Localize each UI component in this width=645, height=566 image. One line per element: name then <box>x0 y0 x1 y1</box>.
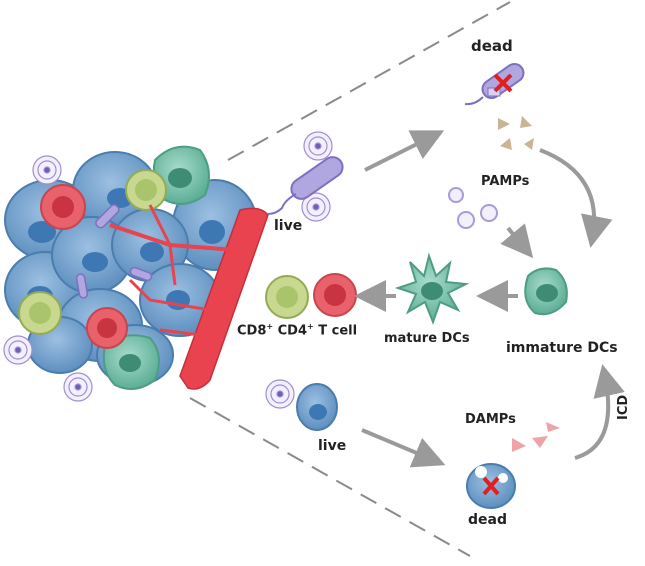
live-bacterium <box>267 156 344 215</box>
curved-arrow <box>574 364 625 460</box>
pamps-label: PAMPs <box>481 174 530 189</box>
bacteria-in-tumor <box>75 204 153 299</box>
pamps-particles <box>498 116 534 150</box>
arrow <box>364 130 445 172</box>
t-cell-green <box>125 169 167 211</box>
live-tumor-cell <box>296 383 338 431</box>
dead-tumor-cell <box>466 463 516 509</box>
t-cell-red <box>40 184 86 230</box>
t-cell-green <box>265 275 309 319</box>
dendritic-cell <box>102 334 160 390</box>
dead-x-icon <box>482 476 500 496</box>
dead-bacterium-label: dead <box>471 37 513 55</box>
mature-dc <box>394 252 470 325</box>
live-bacterium-label: live <box>274 218 303 234</box>
nanoparticle <box>301 192 331 222</box>
nanoparticles <box>3 131 333 409</box>
cd4-text: CD4 <box>277 323 308 339</box>
t-cell-red <box>86 307 128 349</box>
blood-vessel <box>109 204 269 390</box>
vesicles <box>448 187 498 229</box>
dashed-guides <box>189 1 511 557</box>
dead-x-icon <box>493 73 513 93</box>
nanoparticle <box>303 131 333 161</box>
cd4-superscript: + <box>307 322 314 331</box>
curved-arrow <box>539 148 613 248</box>
dead-tumor-label: dead <box>468 512 507 528</box>
t-cell-text: T cell <box>318 323 358 339</box>
damps-label: DAMPs <box>465 412 516 427</box>
t-cell-label: CD8+ CD4+ T cell <box>237 322 357 338</box>
dendritic-cell <box>152 145 210 205</box>
t-cell-red <box>313 273 357 317</box>
arrow <box>500 223 534 259</box>
damps-particles <box>512 422 560 452</box>
t-cell-green <box>18 291 62 335</box>
icd-label: ICD <box>616 394 631 420</box>
arrow <box>361 428 446 468</box>
cd8-text: CD8 <box>237 323 267 339</box>
nanoparticle <box>63 372 93 402</box>
dead-bacterium <box>464 62 525 106</box>
arrows <box>354 130 625 468</box>
lower-dashed-line <box>189 397 471 557</box>
cd8-superscript: + <box>266 322 274 331</box>
mature-dcs-label: mature DCs <box>384 331 470 346</box>
immature-dcs-label: immature DCs <box>506 340 618 356</box>
nanoparticle <box>32 155 62 185</box>
upper-dashed-line <box>227 1 511 161</box>
live-tumor-label: live <box>318 438 347 454</box>
nanoparticle <box>3 335 33 365</box>
immature-dc <box>524 267 568 316</box>
tumor-mass <box>4 145 269 390</box>
nanoparticle <box>265 379 295 409</box>
